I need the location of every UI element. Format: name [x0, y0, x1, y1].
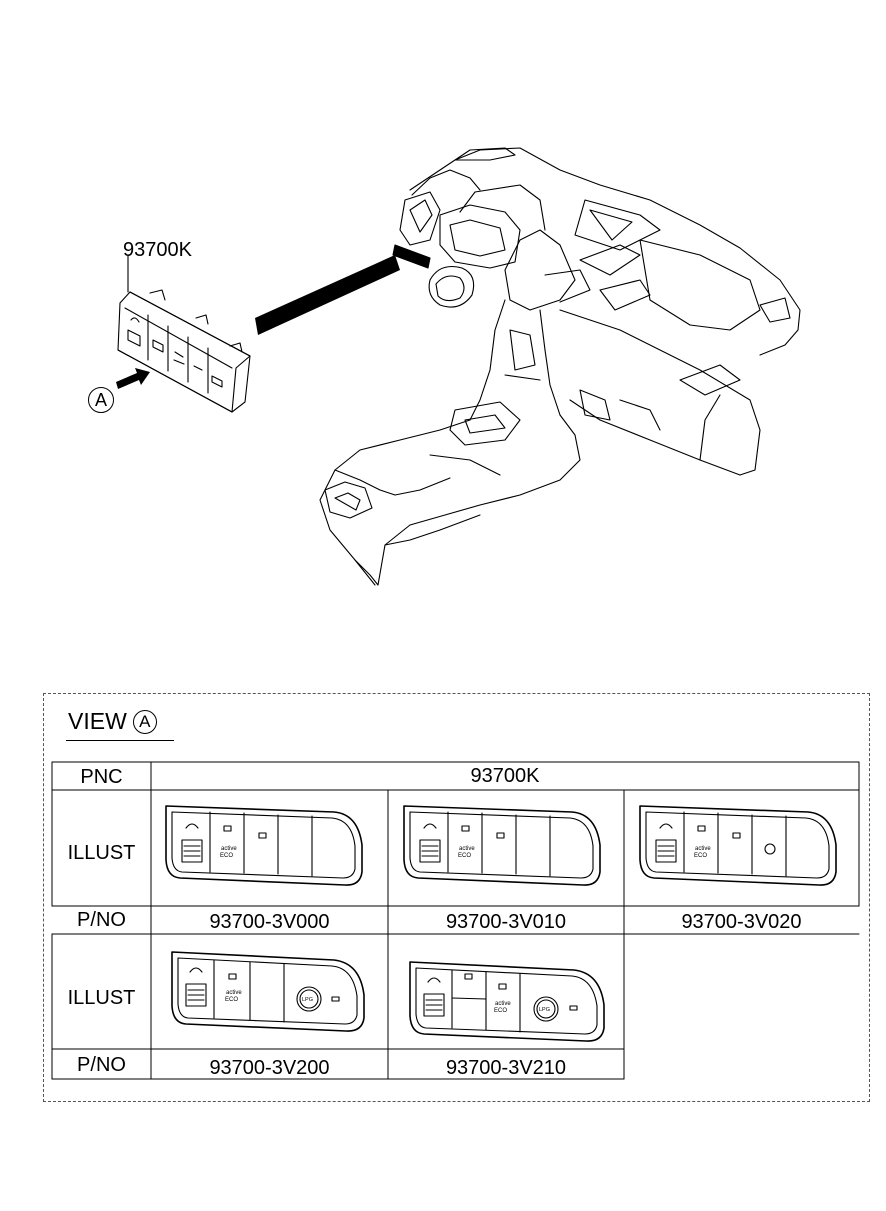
- pno-header-2: P/NO: [77, 1054, 126, 1076]
- pno-header-1: P/NO: [77, 909, 126, 931]
- view-a-callout: A: [88, 387, 114, 413]
- part-number-cell: 93700-3V210: [445, 1057, 567, 1079]
- switch-label-group: active ECO active ECO active ECO active …: [220, 846, 711, 1014]
- switch-panel-3v210: [409, 961, 605, 1042]
- view-arrow: [116, 368, 150, 389]
- illust-header-1: ILLUST: [67, 842, 136, 864]
- switch-panel-3v000: [165, 805, 363, 886]
- switch-panel-3v010: [403, 805, 601, 886]
- eco-label-3v000: ECO: [220, 853, 233, 859]
- part-number-cell: 93700-3V010: [445, 911, 567, 933]
- lpg-label-3v210: LPG: [539, 1007, 550, 1013]
- lpg-label-3v200: LPG: [302, 997, 313, 1003]
- eco-label-3v200: ECO: [225, 997, 238, 1003]
- view-title-underline: [66, 740, 174, 741]
- part-number-cell: 93700-3V020: [681, 911, 802, 933]
- view-a-box: [43, 693, 870, 1102]
- view-title-text: VIEW: [68, 708, 127, 734]
- view-title-circle: A: [132, 709, 157, 734]
- part-number-label: 93700K: [123, 239, 192, 261]
- active-label-3v200: active: [226, 990, 242, 996]
- pnc-header: PNC: [80, 766, 123, 788]
- active-label-3v010: active: [459, 846, 475, 852]
- switch-panel-3v200: [171, 951, 365, 1032]
- eco-label-3v010: ECO: [458, 853, 471, 859]
- view-title: VIEW A: [68, 708, 157, 735]
- illust-header-2: ILLUST: [67, 987, 136, 1009]
- part-number-cell: 93700-3V000: [209, 911, 330, 933]
- pnc-value: 93700K: [470, 765, 540, 787]
- dashboard-illustration: [319, 147, 801, 586]
- active-label-3v210: active: [495, 1001, 511, 1007]
- parts-table-grid: [51, 761, 860, 1080]
- part-number-cell: 93700-3V200: [209, 1057, 330, 1079]
- switch-assembly-illustration: [117, 255, 251, 413]
- active-label-3v000: active: [221, 846, 237, 852]
- eco-label-3v210: ECO: [494, 1008, 507, 1014]
- switch-panel-3v020: [639, 805, 837, 886]
- eco-label-3v020: ECO: [694, 853, 707, 859]
- location-pointer: [255, 255, 400, 335]
- active-label-3v020: active: [695, 846, 711, 852]
